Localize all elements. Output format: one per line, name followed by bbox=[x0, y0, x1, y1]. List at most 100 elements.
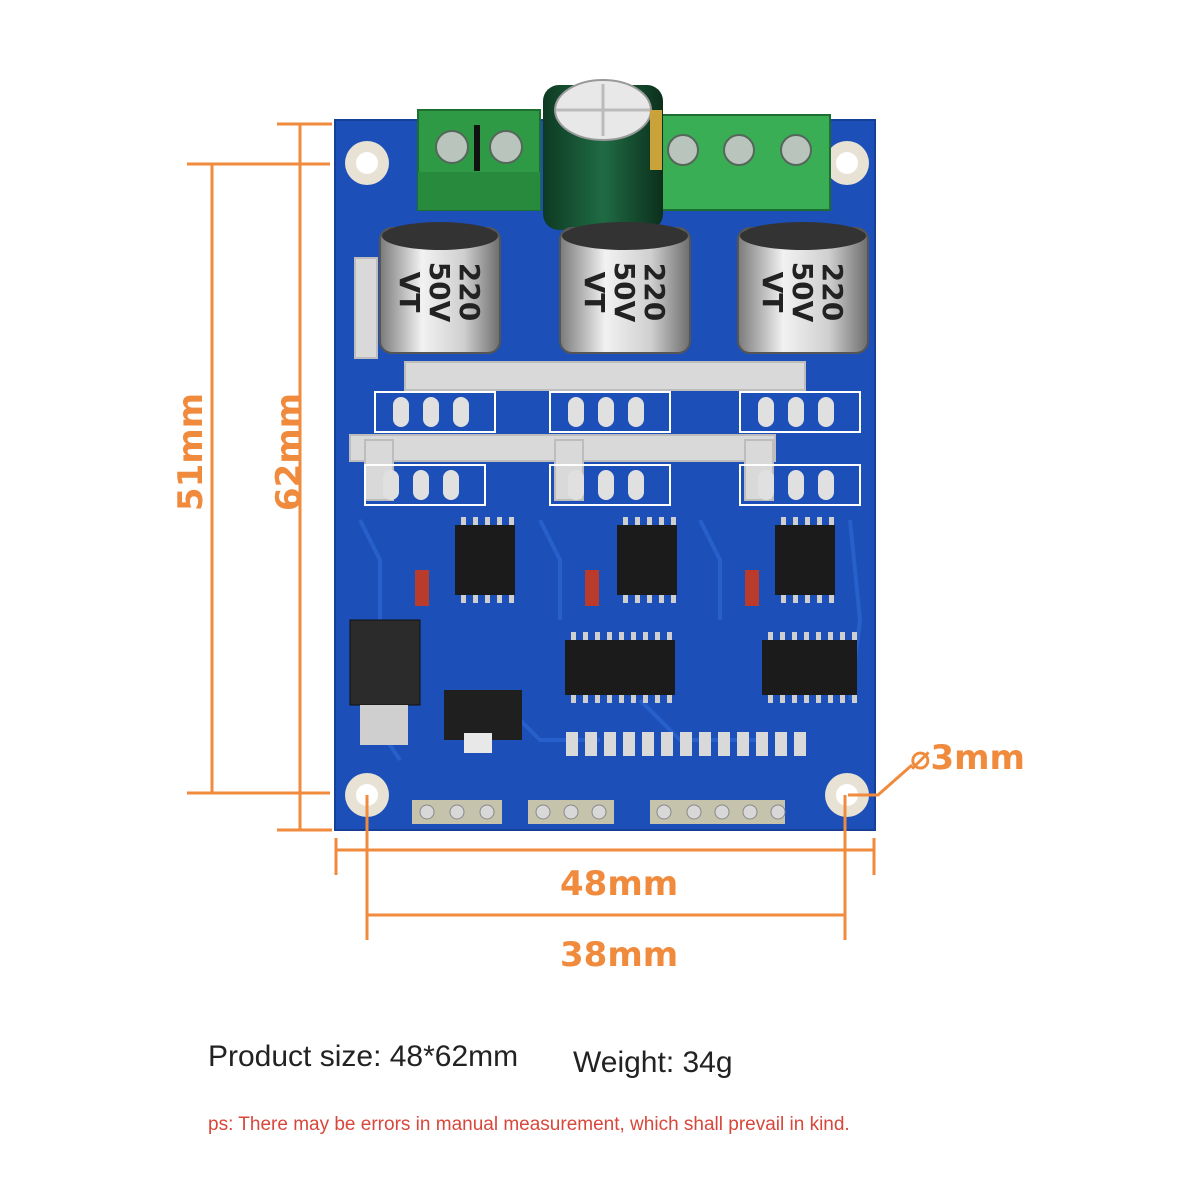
ic-pin bbox=[829, 595, 834, 603]
smd-part bbox=[623, 732, 635, 756]
smd-part bbox=[604, 732, 616, 756]
mosfet-outline bbox=[549, 391, 671, 433]
ic-chip bbox=[775, 525, 835, 595]
header-pin bbox=[479, 804, 495, 820]
ic-pin bbox=[485, 517, 490, 525]
ic-pin bbox=[497, 517, 502, 525]
mounting-hole-top-left bbox=[345, 141, 389, 185]
ic-pin bbox=[816, 632, 821, 640]
ic-chips bbox=[455, 517, 857, 703]
ic-pin bbox=[792, 695, 797, 703]
smd-part bbox=[680, 732, 692, 756]
ic-pin bbox=[829, 517, 834, 525]
capacitor-label-line: 220 bbox=[816, 263, 849, 321]
ic-chip bbox=[565, 640, 675, 695]
ic-pin bbox=[804, 632, 809, 640]
dimension-height-outer: 62mm bbox=[269, 392, 310, 512]
ic-pin bbox=[805, 517, 810, 525]
ic-chip bbox=[455, 525, 515, 595]
ic-pin bbox=[817, 517, 822, 525]
ic-pin bbox=[655, 695, 660, 703]
ic-pin bbox=[647, 517, 652, 525]
header-pin bbox=[449, 804, 465, 820]
smd-part bbox=[794, 732, 806, 756]
ic-pin bbox=[804, 695, 809, 703]
ic-pin bbox=[655, 632, 660, 640]
smd-part bbox=[699, 732, 711, 756]
mosfet-pad bbox=[568, 397, 584, 427]
small-capacitor bbox=[543, 79, 663, 230]
ic-pin bbox=[828, 695, 833, 703]
ic-pin bbox=[792, 632, 797, 640]
mounting-hole-bottom-right bbox=[825, 773, 869, 817]
ic-pin bbox=[659, 517, 664, 525]
capacitor-label-line: 50V bbox=[786, 262, 819, 323]
mosfet-pad bbox=[758, 397, 774, 427]
ic-pin bbox=[635, 595, 640, 603]
ic-pin bbox=[485, 595, 490, 603]
mosfet-outline bbox=[739, 391, 861, 433]
mosfet-pad bbox=[423, 397, 439, 427]
mosfet-pad bbox=[818, 397, 834, 427]
mosfet-pad bbox=[598, 470, 614, 500]
ic-pin bbox=[461, 595, 466, 603]
product-size-text: Product size: 48*62mm bbox=[208, 1040, 519, 1073]
ic-pin bbox=[583, 632, 588, 640]
ic-pin bbox=[635, 517, 640, 525]
dimension-hole-diameter: ⌀3mm bbox=[910, 738, 1025, 778]
ic-pin bbox=[571, 632, 576, 640]
header-pin bbox=[686, 804, 702, 820]
mosfet-row-bottom bbox=[364, 464, 861, 506]
ic-pin bbox=[780, 695, 785, 703]
ic-pin bbox=[852, 695, 857, 703]
ic-pin bbox=[509, 517, 514, 525]
ic-pin bbox=[461, 517, 466, 525]
diode bbox=[415, 570, 429, 606]
capacitor-label-line: 220 bbox=[453, 263, 486, 321]
ic-pin bbox=[623, 517, 628, 525]
header-pin bbox=[535, 804, 551, 820]
ic-pin bbox=[631, 632, 636, 640]
capacitor-label-line: VT bbox=[756, 272, 789, 313]
ic-pin bbox=[805, 595, 810, 603]
ic-pin bbox=[607, 695, 612, 703]
header-pin bbox=[770, 804, 786, 820]
mosfet-pad bbox=[598, 397, 614, 427]
diode bbox=[745, 570, 759, 606]
ic-chip bbox=[617, 525, 677, 595]
ic-pin bbox=[828, 632, 833, 640]
ic-pin bbox=[595, 695, 600, 703]
ic-pin bbox=[671, 595, 676, 603]
ic-pin bbox=[768, 695, 773, 703]
ic-pin bbox=[781, 517, 786, 525]
large-capacitor-3 bbox=[737, 222, 869, 354]
ic-pin bbox=[473, 595, 478, 603]
ic-pin bbox=[768, 632, 773, 640]
header-pin bbox=[714, 804, 730, 820]
smd-part bbox=[718, 732, 730, 756]
header-pin bbox=[742, 804, 758, 820]
ic-pin bbox=[571, 695, 576, 703]
ic-pin bbox=[817, 595, 822, 603]
ic-pin bbox=[623, 595, 628, 603]
ic-pin bbox=[619, 695, 624, 703]
smd-part bbox=[642, 732, 654, 756]
smd-part bbox=[737, 732, 749, 756]
ic-pin bbox=[583, 695, 588, 703]
mosfet-pad bbox=[568, 470, 584, 500]
ic-pin bbox=[607, 632, 612, 640]
ic-pin bbox=[619, 632, 624, 640]
ic-pin bbox=[631, 695, 636, 703]
header-pin bbox=[656, 804, 672, 820]
smd-part bbox=[661, 732, 673, 756]
ic-pin bbox=[781, 595, 786, 603]
mosfet-pad bbox=[758, 470, 774, 500]
mosfet-pad bbox=[788, 470, 804, 500]
mosfet-pad bbox=[818, 470, 834, 500]
diode bbox=[585, 570, 599, 606]
mosfet-pad bbox=[788, 397, 804, 427]
capacitor-label-line: 220 bbox=[638, 263, 671, 321]
ic-pin bbox=[647, 595, 652, 603]
